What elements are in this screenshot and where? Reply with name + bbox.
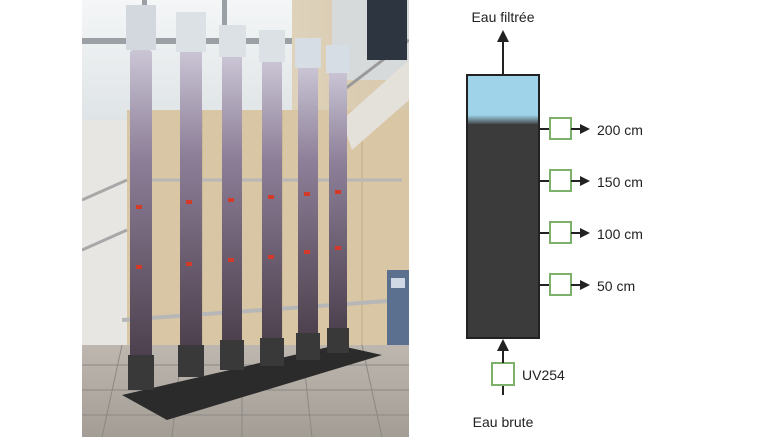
filter-column-diagram: Eau filtrée 200 cm 150 cm bbox=[420, 0, 760, 440]
sensor-box bbox=[549, 221, 572, 244]
filter-column bbox=[259, 30, 285, 366]
arrow-right-icon bbox=[580, 228, 590, 238]
outlet-arrow-icon bbox=[497, 30, 509, 74]
sensor-box bbox=[549, 117, 572, 140]
water-layer bbox=[467, 75, 539, 125]
filter-columns-photo bbox=[82, 0, 409, 437]
filter-column bbox=[126, 5, 156, 390]
port-label: 100 cm bbox=[597, 226, 643, 242]
uv254-sensor-box bbox=[491, 362, 515, 386]
filter-media bbox=[467, 124, 539, 338]
sensor-box bbox=[549, 169, 572, 192]
arrow-right-icon bbox=[580, 124, 590, 134]
inlet-pipe: UV254 bbox=[491, 339, 565, 395]
port-label: 150 cm bbox=[597, 174, 643, 190]
arrow-right-icon bbox=[580, 176, 590, 186]
uv254-label: UV254 bbox=[522, 367, 565, 383]
outlet-label: Eau filtrée bbox=[471, 9, 534, 25]
filter-column bbox=[295, 38, 321, 360]
filter-column bbox=[326, 45, 350, 353]
sampling-port-200: 200 cm bbox=[539, 117, 643, 140]
inlet-label: Eau brute bbox=[473, 414, 534, 430]
filter-column bbox=[176, 12, 206, 377]
sampling-port-100: 100 cm bbox=[539, 221, 643, 244]
inlet-arrow-icon bbox=[497, 339, 509, 351]
port-label: 50 cm bbox=[597, 278, 635, 294]
arrow-right-icon bbox=[580, 280, 590, 290]
filter-column bbox=[219, 25, 246, 370]
sensor-box bbox=[549, 273, 572, 296]
sampling-port-50: 50 cm bbox=[539, 273, 635, 296]
column-body bbox=[466, 74, 540, 339]
sampling-port-150: 150 cm bbox=[539, 169, 643, 192]
port-label: 200 cm bbox=[597, 122, 643, 138]
